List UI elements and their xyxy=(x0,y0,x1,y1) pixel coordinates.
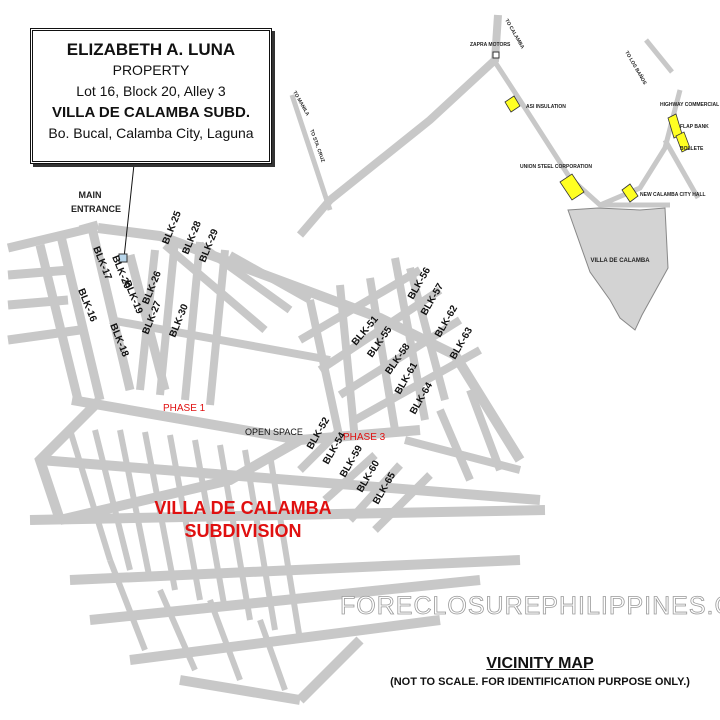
road xyxy=(7,265,71,280)
road xyxy=(6,223,94,253)
inset-road xyxy=(662,138,701,200)
road xyxy=(156,239,179,396)
south-alleys xyxy=(67,429,303,692)
asi-label: ASI INSULATION xyxy=(526,104,566,110)
watermark: FORECLOSUREPHILIPPINES.COM xyxy=(340,592,720,620)
inset-area: VILLA DE CALAMBA ZAPRA MOTORS ASI INSULA… xyxy=(291,18,719,331)
phase1-label: PHASE 1 xyxy=(163,403,206,414)
road xyxy=(197,241,293,314)
road xyxy=(257,618,288,692)
block-label: BLK-17 xyxy=(90,245,113,282)
subdivision-roads xyxy=(6,14,546,705)
villa-de-calamba-area xyxy=(567,207,669,331)
road xyxy=(89,575,481,625)
road xyxy=(162,241,268,334)
leader-line xyxy=(123,154,136,259)
road xyxy=(142,431,178,591)
subdivision-title-line1: VILLA DE CALAMBA xyxy=(154,498,331,518)
city-hall-label: NEW CALAMBA CITY HALL xyxy=(640,192,706,198)
road xyxy=(157,588,198,672)
road xyxy=(206,249,229,406)
vicinity-map-title: VICINITY MAP xyxy=(486,655,594,672)
road xyxy=(366,277,399,431)
road xyxy=(242,449,278,631)
union-steel-label: UNION STEEL CORPORATION xyxy=(520,164,592,170)
address: Bo. Bucal, Calamba City, Laguna xyxy=(48,125,254,141)
flap-bank-label: FLAP BANK xyxy=(680,124,709,130)
zapra-motors-label: ZAPRA MOTORS xyxy=(470,42,511,48)
road xyxy=(436,408,474,482)
inset-road xyxy=(644,38,674,74)
city-hall-landmark[interactable] xyxy=(621,183,639,203)
road xyxy=(69,555,521,585)
union-steel-landmark[interactable] xyxy=(559,173,585,201)
subdivision-name: VILLA DE CALAMBA SUBD. xyxy=(51,104,251,121)
road xyxy=(337,316,463,399)
road xyxy=(406,266,449,402)
road xyxy=(129,615,441,665)
flap-bank-landmark[interactable] xyxy=(675,131,691,153)
road xyxy=(228,251,312,304)
road xyxy=(466,388,504,472)
entrance-label-line2: ENTRANCE xyxy=(71,204,121,214)
road xyxy=(353,346,482,424)
road xyxy=(39,455,541,505)
entrance-label-line1: MAIN xyxy=(79,190,102,200)
property-info-box: ELIZABETH A. LUNA PROPERTY Lot 16, Block… xyxy=(30,28,272,164)
zapra-motors-marker[interactable] xyxy=(492,51,500,59)
road xyxy=(217,444,253,621)
owner-name: ELIZABETH A. LUNA xyxy=(66,40,236,59)
road xyxy=(107,558,148,652)
road xyxy=(297,427,343,473)
property-type: PROPERTY xyxy=(112,62,190,78)
inset-road xyxy=(492,60,683,208)
lot-block-alley: Lot 16, Block 20, Alley 3 xyxy=(76,83,226,99)
road xyxy=(297,266,423,344)
road-label-los-banos: TO LOS BAÑOS xyxy=(623,50,648,87)
road xyxy=(136,249,159,391)
subdivision-title-line2: SUBDIVISION xyxy=(184,521,301,541)
phase3-label: PHASE 3 xyxy=(343,432,386,443)
inset-area-label: VILLA DE CALAMBA xyxy=(590,258,650,264)
road xyxy=(78,220,100,235)
road xyxy=(317,286,443,374)
road xyxy=(322,452,378,503)
road xyxy=(267,454,303,641)
road xyxy=(67,429,113,561)
road xyxy=(92,429,133,571)
property-marker[interactable] xyxy=(118,253,128,263)
road xyxy=(192,439,228,611)
highway-commercial-label: HIGHWAY COMMERCIAL xyxy=(660,102,719,108)
road xyxy=(35,243,83,402)
road xyxy=(167,434,203,601)
bollete-label: BOLLETE xyxy=(680,146,704,152)
road xyxy=(296,636,364,704)
road xyxy=(207,598,243,682)
block-label: BLK-18 xyxy=(107,322,130,359)
road xyxy=(372,472,433,533)
road xyxy=(7,325,81,345)
road xyxy=(179,675,301,705)
road xyxy=(289,94,333,211)
road xyxy=(117,429,153,581)
open-space-label: OPEN SPACE xyxy=(245,427,303,437)
vicinity-map-note: (NOT TO SCALE. FOR IDENTIFICATION PURPOS… xyxy=(390,676,690,688)
asi-landmark[interactable] xyxy=(504,95,521,113)
road xyxy=(34,396,104,522)
road xyxy=(87,226,135,392)
road xyxy=(109,316,331,364)
highway xyxy=(296,14,502,238)
road xyxy=(55,230,105,402)
